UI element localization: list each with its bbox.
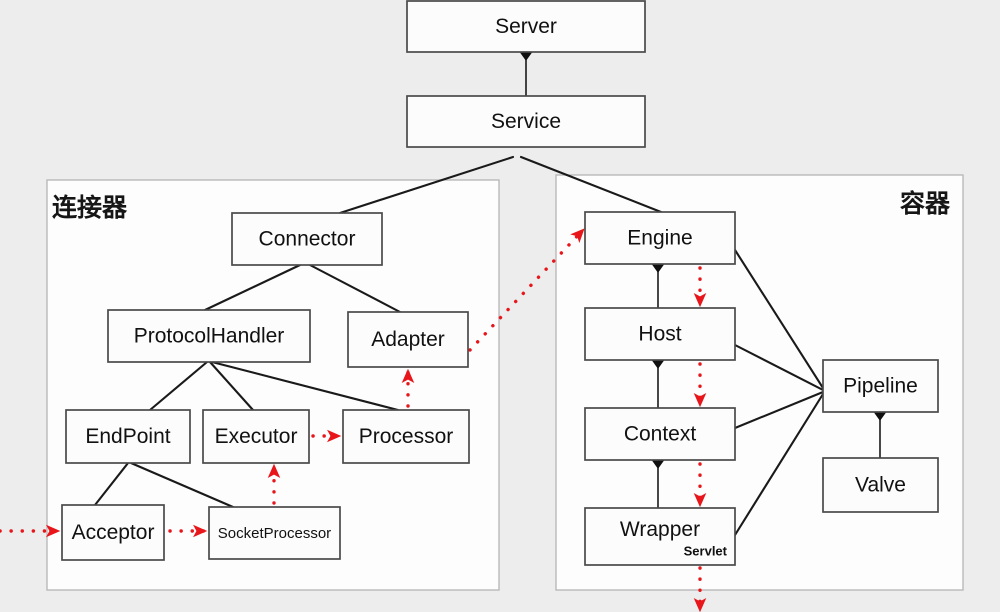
node-context-label: Context <box>624 423 697 446</box>
edge-service-connector <box>338 155 515 215</box>
edge-wrapper-pipeline <box>733 392 825 537</box>
edge-protocolhandler-executor <box>208 360 255 412</box>
node-server-box[interactable] <box>406 0 646 53</box>
node-server[interactable]: Server <box>406 0 646 53</box>
node-wrapper-box[interactable] <box>584 507 736 566</box>
node-context-box[interactable] <box>584 407 736 461</box>
edge-connector-protocolhandler <box>203 263 302 312</box>
node-server-label: Server <box>495 15 557 38</box>
node-pipeline-label: Pipeline <box>843 375 918 398</box>
node-adapter-label: Adapter <box>371 328 445 351</box>
node-acceptor[interactable]: Acceptor <box>61 504 165 561</box>
node-service[interactable]: Service <box>406 95 646 148</box>
node-engine[interactable]: Engine <box>584 211 736 265</box>
node-executor[interactable]: Executor <box>202 409 310 464</box>
node-protocolhandler-box[interactable] <box>107 309 311 363</box>
node-socketprocessor-box[interactable] <box>208 506 341 560</box>
node-acceptor-label: Acceptor <box>72 521 155 544</box>
node-valve[interactable]: Valve <box>822 457 939 513</box>
node-acceptor-box[interactable] <box>61 504 165 561</box>
node-host-label: Host <box>638 323 681 346</box>
solid-edges-layer <box>93 155 825 537</box>
node-connector-box[interactable] <box>231 212 383 266</box>
edge-protocolhandler-processor <box>210 360 400 412</box>
node-endpoint-box[interactable] <box>65 409 191 464</box>
edge-engine-pipeline <box>733 248 825 390</box>
node-wrapper-label: Wrapper <box>620 518 700 541</box>
node-protocolhandler-label: ProtocolHandler <box>134 325 285 348</box>
connector-panel-label: 连接器 <box>52 193 128 222</box>
node-pipeline-box[interactable] <box>822 359 939 413</box>
edge-context-pipeline <box>733 390 825 430</box>
node-adapter-box[interactable] <box>347 311 469 368</box>
edge-endpoint-socketprocessor <box>129 461 235 509</box>
node-valve-box[interactable] <box>822 457 939 513</box>
node-service-box[interactable] <box>406 95 646 148</box>
node-endpoint[interactable]: EndPoint <box>65 409 191 464</box>
node-executor-box[interactable] <box>202 409 310 464</box>
node-protocolhandler[interactable]: ProtocolHandler <box>107 309 311 363</box>
node-socketprocessor[interactable]: SocketProcessor <box>208 506 341 560</box>
node-processor[interactable]: Processor <box>342 409 470 464</box>
node-host[interactable]: Host <box>584 307 736 361</box>
edge-connector-adapter <box>308 263 402 314</box>
node-socketprocessor-label: SocketProcessor <box>218 525 331 542</box>
dotted-flow-edges-layer <box>0 228 707 612</box>
node-valve-label: Valve <box>855 474 906 497</box>
edge-endpoint-acceptor <box>93 461 130 507</box>
node-service-label: Service <box>491 110 561 133</box>
container-panel-label: 容器 <box>900 189 951 218</box>
node-executor-label: Executor <box>215 425 298 448</box>
node-adapter[interactable]: Adapter <box>347 311 469 368</box>
node-processor-label: Processor <box>359 425 454 448</box>
node-pipeline[interactable]: Pipeline <box>822 359 939 413</box>
node-engine-box[interactable] <box>584 211 736 265</box>
node-wrapper-sub-label: Servlet <box>684 543 728 558</box>
node-connector[interactable]: Connector <box>231 212 383 266</box>
node-processor-box[interactable] <box>342 409 470 464</box>
edge-protocolhandler-endpoint <box>148 360 209 412</box>
edge-service-engine <box>519 155 663 214</box>
node-engine-label: Engine <box>627 227 692 250</box>
node-endpoint-label: EndPoint <box>85 425 170 448</box>
node-connector-label: Connector <box>259 228 356 251</box>
node-host-box[interactable] <box>584 307 736 361</box>
node-context[interactable]: Context <box>584 407 736 461</box>
edge-host-pipeline <box>733 343 825 392</box>
